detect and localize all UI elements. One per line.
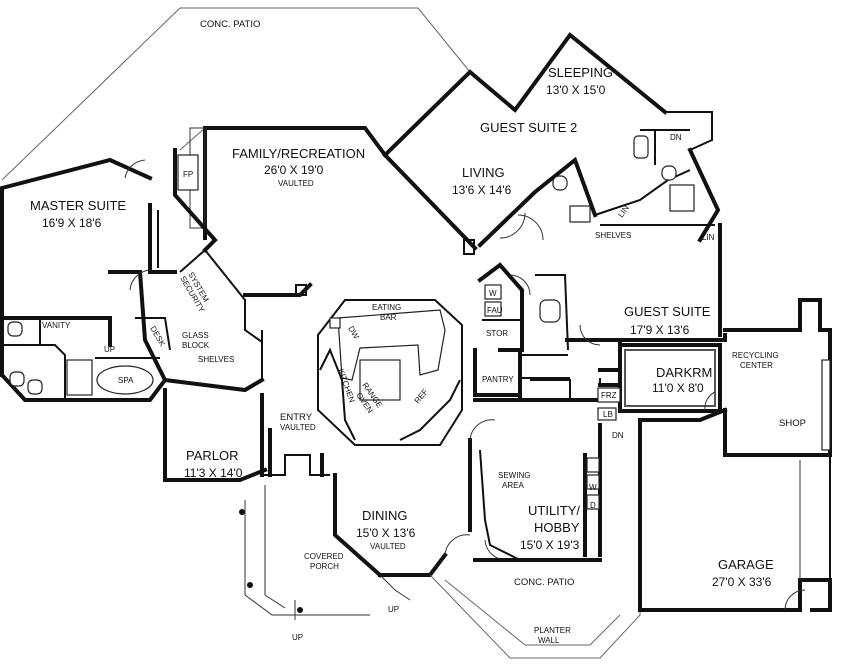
dining-note: VAULTED xyxy=(370,542,406,551)
up-label-dining: UP xyxy=(388,605,399,614)
shelves-master: SHELVES xyxy=(198,355,234,364)
d-label: D xyxy=(590,501,596,510)
family-and-master-walls xyxy=(0,126,388,402)
porch-line2: PORCH xyxy=(310,562,339,571)
family-note: VAULTED xyxy=(278,179,314,188)
vanity-label: VANITY xyxy=(42,321,71,330)
master-name: MASTER SUITE xyxy=(30,198,126,213)
dining-walls xyxy=(378,419,496,577)
glass-line2: BLOCK xyxy=(182,341,210,350)
darkrm-dim: 11'0 X 8'0 xyxy=(652,381,704,395)
ref-label: REF xyxy=(413,387,430,405)
living-name: LIVING xyxy=(462,165,505,180)
parlor-dim: 11'3 X 14'0 xyxy=(184,466,243,480)
guest-suite-2-walls xyxy=(382,32,721,255)
recycling-line2: CENTER xyxy=(740,361,773,370)
up-label-porch: UP xyxy=(292,633,303,642)
guest-suite-2-name: GUEST SUITE 2 xyxy=(480,120,577,135)
planter-line2: WALL xyxy=(538,636,560,645)
porch-column xyxy=(297,607,303,613)
dn-label-garage: DN xyxy=(612,431,624,440)
patio-top-label: CONC. PATIO xyxy=(200,19,260,30)
glass-line1: GLASS xyxy=(182,331,209,340)
dining-dim: 15'0 X 13'6 xyxy=(356,526,416,540)
utility-hobby-walls xyxy=(473,378,622,562)
top-patio-outline xyxy=(1,7,471,181)
garage-dim: 27'0 X 33'6 xyxy=(712,575,772,589)
kitchen xyxy=(317,299,463,446)
lin-label-2: LIN xyxy=(702,233,715,242)
fp-label: FP xyxy=(183,170,193,179)
darkroom-walls xyxy=(618,343,722,413)
family-dim: 26'0 X 19'0 xyxy=(264,163,324,177)
sewing-line2: AREA xyxy=(502,481,524,490)
guest-suite-dim: 17'9 X 13'6 xyxy=(630,323,690,337)
lb-label: LB xyxy=(603,410,613,419)
fau-label: FAU xyxy=(487,306,503,315)
garage-name: GARAGE xyxy=(718,557,774,572)
living-dim: 13'6 X 14'6 xyxy=(452,183,512,197)
lin-label-1: LIN xyxy=(616,204,631,220)
up-label-master: UP xyxy=(104,345,115,354)
porch-column xyxy=(239,509,245,515)
desk-label: DESK xyxy=(148,325,167,349)
dining-name: DINING xyxy=(362,508,408,523)
dn-label-upper: DN xyxy=(670,133,682,142)
frz-label: FRZ xyxy=(601,391,617,400)
utility-core xyxy=(473,223,727,402)
master-dim: 16'9 X 18'6 xyxy=(42,216,102,230)
utility-dim: 15'0 X 19'3 xyxy=(520,538,580,552)
w-label-utility: W xyxy=(589,483,597,492)
eating-bar-line1: EATING xyxy=(372,303,401,312)
porch-line1: COVERED xyxy=(304,552,344,561)
recycling-line1: RECYCLING xyxy=(732,351,779,360)
pantry-label: PANTRY xyxy=(482,375,514,384)
eating-bar-line2: BAR xyxy=(380,313,397,322)
patio-bottom-label: CONC. PATIO xyxy=(514,577,574,588)
guest-suite-name: GUEST SUITE xyxy=(624,304,711,319)
parlor-entry-porch xyxy=(163,388,411,620)
family-name: FAMILY/RECREATION xyxy=(232,146,365,161)
entry-name: ENTRY xyxy=(280,412,313,423)
planter-line1: PLANTER xyxy=(534,626,571,635)
spa-label: SPA xyxy=(118,376,134,385)
darkrm-name: DARKRM xyxy=(656,365,712,380)
porch-column xyxy=(247,582,253,588)
garage-shop-walls xyxy=(638,298,832,612)
sleeping-dim: 13'0 X 15'0 xyxy=(546,83,606,97)
shelves-guest: SHELVES xyxy=(595,231,631,240)
w-label: W xyxy=(489,289,497,298)
shop-name: SHOP xyxy=(779,418,806,429)
parlor-name: PARLOR xyxy=(186,448,239,463)
entry-note: VAULTED xyxy=(280,423,316,432)
stor-label: STOR xyxy=(486,329,508,338)
sewing-line1: SEWING xyxy=(498,471,530,480)
utility-name2: HOBBY xyxy=(534,520,580,535)
sleeping-name: SLEEPING xyxy=(548,65,613,80)
utility-name1: UTILITY/ xyxy=(528,503,580,518)
